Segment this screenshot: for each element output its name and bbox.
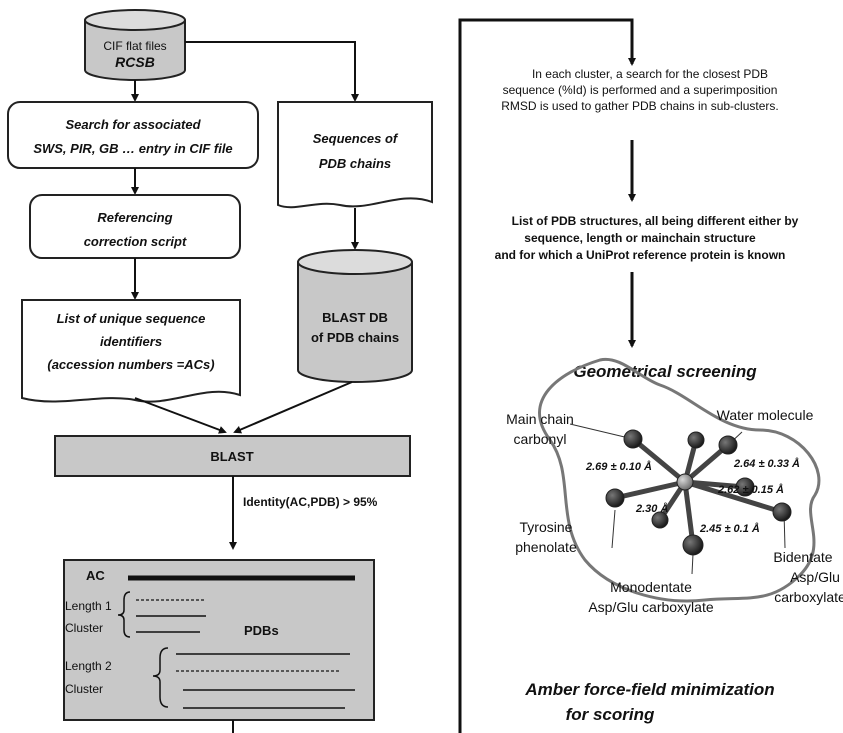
blast-box: BLAST <box>54 435 411 477</box>
connector-right-top <box>458 18 636 733</box>
structures-text-3: and for which a UniProt reference protei… <box>495 248 786 262</box>
search-line2: SWS, PIR, GB … entry in CIF file <box>33 141 232 156</box>
structures-text-2: sequence, length or mainchain structure <box>524 231 756 245</box>
length2-label: Length 2 <box>65 659 112 673</box>
blast-label: BLAST <box>210 449 253 464</box>
monodentate-line1: Monodentate <box>610 579 692 595</box>
bidentate-line2: Asp/Glu <box>790 569 840 585</box>
referencing-box: Referencing correction script <box>29 194 241 259</box>
identity-label: Identity(AC,PDB) > 95% <box>243 495 378 509</box>
tyrosine-line1: Tyrosine <box>520 519 573 535</box>
sequences-line1: Sequences of <box>313 131 399 146</box>
cif-db-line2: RCSB <box>115 54 155 70</box>
arrow-list-to-blast <box>134 397 227 434</box>
search-line1: Search for associated <box>65 117 201 132</box>
unique-identifiers-document: List of unique sequence identifiers (acc… <box>21 299 241 403</box>
cluster-panel: AC Length 1 Cluster PDBs Length 2 Cluste… <box>63 559 375 721</box>
main-chain-line2: carbonyl <box>514 431 567 447</box>
referencing-line2: correction script <box>84 234 187 249</box>
list-line3: (accession numbers =ACs) <box>47 357 214 372</box>
distance-label-2: 2.64 ± 0.33 Å <box>733 457 800 470</box>
blast-db-cylinder: BLAST DB of PDB chains <box>297 249 413 383</box>
list-line1: List of unique sequence <box>57 311 206 326</box>
cluster2-label: Cluster <box>65 682 103 696</box>
referencing-line1: Referencing <box>97 210 172 225</box>
cluster-text-2: sequence (%Id) is performed and a superi… <box>503 83 778 97</box>
bidentate-line1: Bidentate <box>773 549 832 565</box>
sequences-document: Sequences of PDB chains <box>277 101 433 209</box>
blastdb-line2: of PDB chains <box>311 330 399 345</box>
distance-label-5: 2.45 ± 0.1 Å <box>699 522 760 535</box>
ac-label: AC <box>86 568 105 583</box>
cluster-description: In each cluster, a search for the closes… <box>501 67 778 113</box>
list-line2: identifiers <box>100 334 162 349</box>
amber-line1: Amber force-field minimization <box>524 680 774 699</box>
distance-label-4: 2.30 Å <box>635 502 668 515</box>
pocket-outline <box>538 357 821 603</box>
amber-line2: for scoring <box>566 705 655 724</box>
screening-title: Geometrical screening <box>573 362 757 381</box>
bidentate-line3: carboxylate <box>774 589 843 605</box>
monodentate-line2: Asp/Glu carboxylate <box>588 599 713 615</box>
distance-label-3: 2.62 ± 0.15 Å <box>717 483 784 496</box>
main-chain-line1: Main chain <box>506 411 574 427</box>
length1-label: Length 1 <box>65 599 112 613</box>
cluster-text-3: RMSD is used to gather PDB chains in sub… <box>501 99 778 113</box>
cluster-text-1: In each cluster, a search for the closes… <box>532 67 768 81</box>
search-entries-box: Search for associated SWS, PIR, GB … ent… <box>7 101 259 169</box>
arrow-blastdb-to-blast <box>233 381 353 434</box>
distance-label-1: 2.69 ± 0.10 Å <box>585 460 652 473</box>
cluster1-label: Cluster <box>65 621 103 635</box>
blastdb-line1: BLAST DB <box>322 310 388 325</box>
cif-database-cylinder: CIF flat files RCSB <box>84 9 186 81</box>
structures-text-1: List of PDB structures, all being differ… <box>512 214 799 228</box>
structures-description: List of PDB structures, all being differ… <box>495 214 799 262</box>
cif-db-line1: CIF flat files <box>103 39 166 53</box>
sequences-line2: PDB chains <box>319 156 391 171</box>
pdbs-label: PDBs <box>244 623 279 638</box>
tyrosine-line2: phenolate <box>515 539 577 555</box>
arrow-cif-to-sequences <box>185 41 359 102</box>
water-label: Water molecule <box>717 407 814 423</box>
coordination-illustration: Main chain carbonyl Water molecule Tyros… <box>506 357 843 615</box>
